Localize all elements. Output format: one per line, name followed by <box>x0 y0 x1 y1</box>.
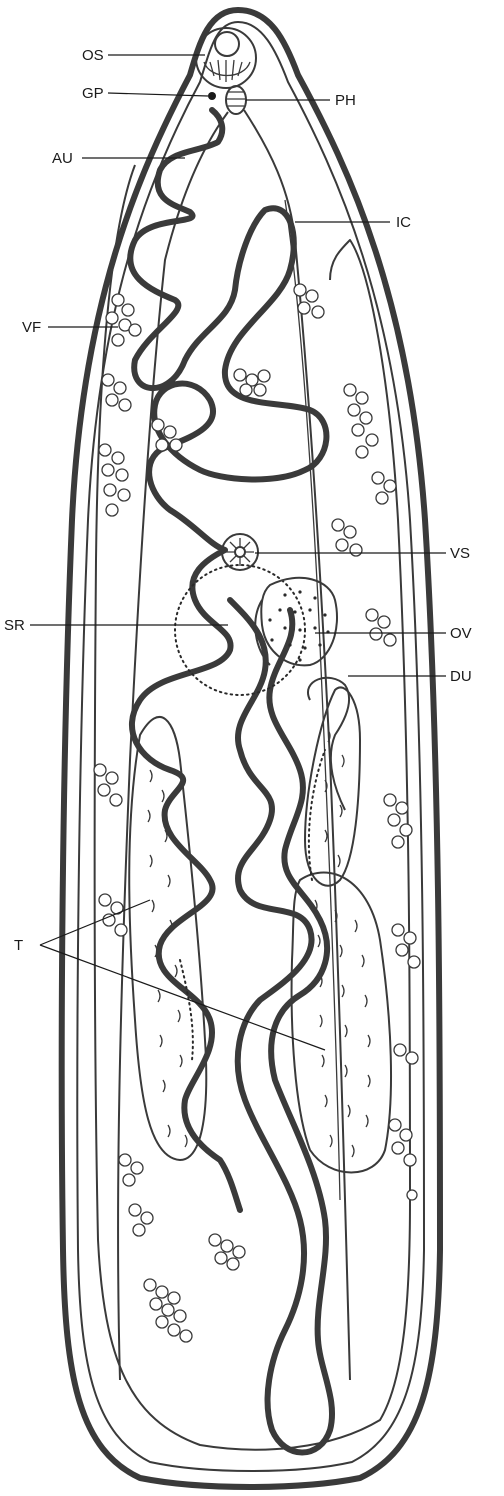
testis-posterior <box>292 873 391 1173</box>
label-ov: OV <box>450 625 472 642</box>
label-os: OS <box>82 47 104 64</box>
oral-sucker <box>196 28 256 88</box>
testis-dotted-margin-2 <box>180 960 193 1060</box>
label-du: DU <box>450 668 472 685</box>
seminal-receptacle <box>175 565 305 695</box>
testis-upper <box>305 687 360 885</box>
uterus-coil <box>130 110 326 1210</box>
label-ic: IC <box>396 214 411 231</box>
ventral-sucker <box>222 534 258 570</box>
uterus-distal <box>230 600 332 1453</box>
label-vf: VF <box>22 319 41 336</box>
label-t: T <box>14 937 23 954</box>
label-ph: PH <box>335 92 356 109</box>
leader-lines <box>30 55 446 1050</box>
testis-anterior <box>129 717 206 1160</box>
vitelline-follicles <box>94 284 420 1342</box>
label-au: AU <box>52 150 73 167</box>
label-gp: GP <box>82 85 104 102</box>
genital-pore <box>208 92 216 100</box>
tegument-inner-layer <box>95 165 410 1450</box>
pharynx <box>226 86 246 114</box>
label-vs: VS <box>450 545 470 562</box>
label-sr: SR <box>4 617 25 634</box>
